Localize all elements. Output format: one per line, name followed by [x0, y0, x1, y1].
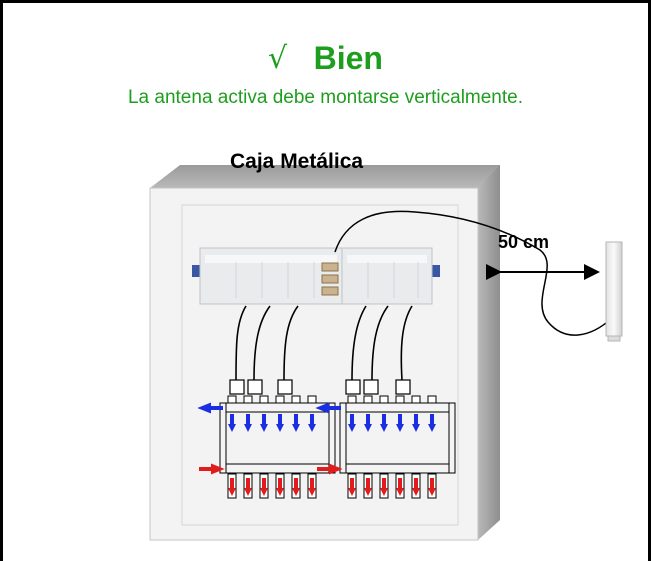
- valve-body: [379, 395, 389, 404]
- manifold-valves: [227, 395, 437, 499]
- flow-arrow-icon: [380, 478, 388, 496]
- flow-arrow-icon: [308, 414, 316, 432]
- metal-box: [149, 165, 500, 541]
- flow-arrow-icon: [364, 414, 372, 432]
- valve-body: [291, 395, 301, 404]
- flow-arrow-icon: [364, 478, 372, 496]
- flow-arrow-icon: [396, 414, 404, 432]
- valve-body: [363, 395, 373, 404]
- flow-arrow-icon: [380, 414, 388, 432]
- flow-arrow-icon: [428, 414, 436, 432]
- flow-arrow-icon: [412, 414, 420, 432]
- flow-arrow-icon: [260, 414, 268, 432]
- flow-arrow-icon: [292, 414, 300, 432]
- valve-body: [243, 395, 253, 404]
- valve-body: [259, 395, 269, 404]
- antenna-cable: [334, 210, 613, 336]
- flow-arrow-icon: [228, 414, 236, 432]
- valve-body: [347, 395, 357, 404]
- valve-body: [275, 395, 285, 404]
- valve-body: [227, 395, 237, 404]
- flow-arrow-icon: [228, 478, 236, 496]
- flow-arrow-icon: [276, 478, 284, 496]
- flow-arrow-icon: [244, 414, 252, 432]
- flow-arrow-icon: [412, 478, 420, 496]
- valve-body: [427, 395, 437, 404]
- flow-arrow-icon: [348, 414, 356, 432]
- flow-arrow-icon: [197, 402, 343, 475]
- antenna-icon: [605, 241, 623, 342]
- box-side: [478, 165, 500, 540]
- controller-unit: [192, 247, 440, 305]
- page-title: Bien: [313, 40, 383, 76]
- actuator-wires: [235, 305, 413, 381]
- valve-body: [411, 395, 421, 404]
- flow-arrow-icon: [396, 478, 404, 496]
- flow-arrow-icon: [348, 478, 356, 496]
- flow-arrow-icon: [260, 478, 268, 496]
- distance-label: 50 cm: [498, 232, 550, 252]
- subtitle: La antena activa debe montarse verticalm…: [127, 87, 523, 108]
- box-top: [150, 165, 500, 188]
- valve-body: [307, 395, 317, 404]
- flow-arrow-icon: [276, 414, 284, 432]
- flow-arrow-icon: [428, 478, 436, 496]
- flow-arrow-icon: [292, 478, 300, 496]
- valve-body: [395, 395, 405, 404]
- box-inner-edge: [181, 204, 459, 526]
- valve-actuator-icon: [229, 379, 411, 395]
- flow-arrow-icon: [244, 478, 252, 496]
- metal-box-label: Caja Metálica: [230, 150, 364, 173]
- header: √ Bien: [0, 40, 651, 77]
- flow-arrow-icon: [308, 478, 316, 496]
- check-icon: √: [268, 41, 288, 76]
